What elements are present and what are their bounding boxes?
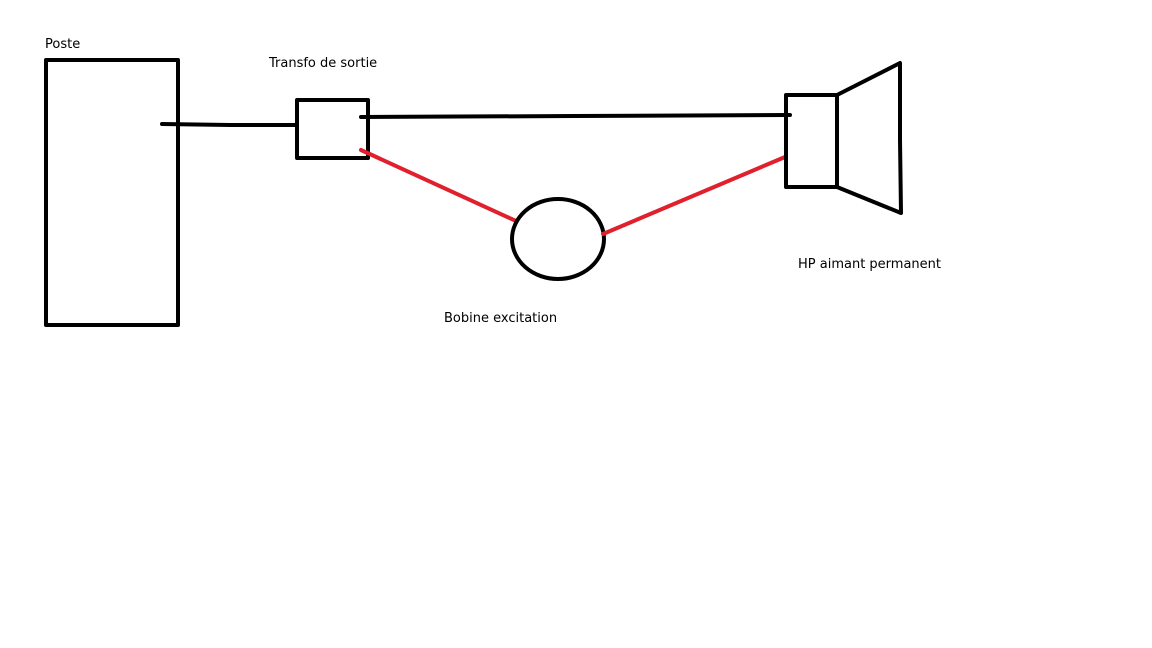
red-wire-bobine-to-hp	[601, 155, 787, 236]
hp-cone	[835, 61, 903, 215]
poste-label: Poste	[45, 37, 80, 52]
wire-transfo-to-hp	[359, 113, 792, 119]
poste-box	[44, 58, 180, 327]
bobine-coil	[510, 197, 606, 281]
hp-speaker	[784, 61, 903, 215]
transfo-box	[295, 98, 370, 160]
bobine-label: Bobine excitation	[444, 311, 557, 326]
red-wire-transfo-to-bobine	[359, 148, 518, 223]
hp-magnet-box	[784, 93, 839, 189]
hp-label: HP aimant permanent	[798, 257, 941, 272]
wire-poste-to-transfo	[160, 122, 299, 127]
transfo-label: Transfo de sortie	[268, 56, 377, 71]
